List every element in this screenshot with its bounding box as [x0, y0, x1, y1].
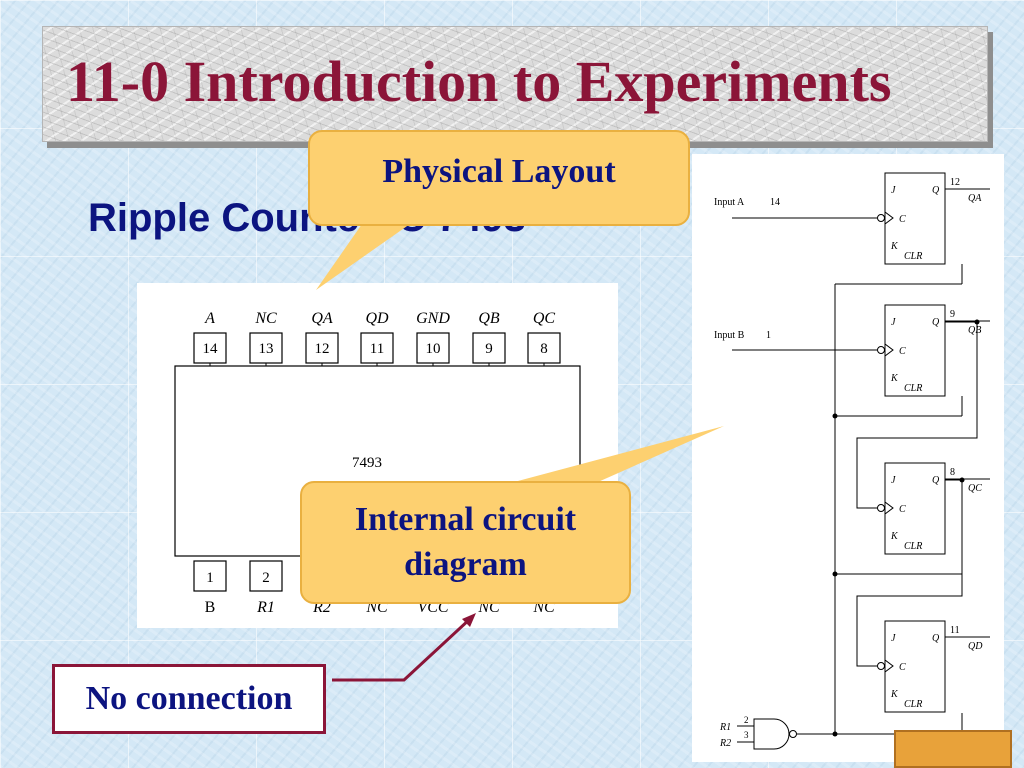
top-pin-12: QA 12 [305, 310, 339, 366]
ff-k-label: K [890, 689, 899, 700]
ff-k-label: K [890, 373, 899, 384]
reset-r1-label: R1 [719, 722, 731, 733]
ff-c-label: C [899, 662, 906, 673]
ff-j-label: J [891, 185, 896, 196]
slide-title: 11-0 Introduction to Experiments [66, 49, 892, 114]
top-pin-number: 12 [315, 341, 330, 357]
ff-j-label: J [891, 633, 896, 644]
physical-layout-callout: Physical Layout [308, 130, 690, 226]
ff-k-label: K [890, 241, 899, 252]
reset-r1-pin: 2 [744, 715, 749, 725]
ff-clr-label: CLR [904, 383, 922, 394]
top-pin-9: QB 9 [472, 310, 506, 366]
bottom-pin-number: 2 [262, 570, 270, 586]
title-banner [42, 26, 988, 142]
bottom-pin-1: 1B [193, 560, 227, 616]
reset-r2-label: R2 [719, 738, 731, 749]
ff-output-pin: 8 [950, 467, 955, 478]
ff-q-label: Q [932, 633, 940, 644]
bottom-pin-name: B [205, 599, 216, 616]
input-a-pin: 14 [770, 197, 780, 208]
ff-output-label: QA [968, 193, 982, 204]
top-pin-number: 8 [540, 341, 548, 357]
nav-buttons[interactable] [894, 730, 1012, 768]
chip-label: 7493 [352, 455, 382, 471]
ff-output-pin: 11 [950, 625, 960, 636]
bottom-pin-2: 2R1 [249, 560, 283, 616]
ff-c-label: C [899, 346, 906, 357]
top-pin-name: QA [311, 310, 333, 327]
top-pin-number: 14 [203, 341, 219, 357]
bottom-pin-name: R1 [256, 599, 275, 616]
top-pin-row: A 14 NC 13 QA 12 QD 11 GND 10 QB 9 QC 8 [193, 310, 561, 366]
top-pin-name: A [204, 310, 215, 327]
input-b-label: Input B [714, 330, 745, 341]
ff-output-label: QC [968, 483, 982, 494]
ff-output-label: QB [968, 325, 981, 336]
ff-c-label: C [899, 504, 906, 515]
flipflop-QB: J C K Q CLR 9QB [877, 304, 990, 397]
bottom-pin-number: 1 [206, 570, 214, 586]
top-pin-number: 10 [426, 341, 441, 357]
ff-q-label: Q [932, 317, 940, 328]
top-pin-10: GND 10 [416, 310, 450, 366]
ff-clr-label: CLR [904, 251, 922, 262]
input-b-pin: 1 [766, 330, 771, 341]
top-pin-name: GND [416, 310, 450, 327]
ff-c-label: C [899, 214, 906, 225]
reset-r2-pin: 3 [744, 730, 749, 740]
ff-clr-label: CLR [904, 699, 922, 710]
circuit-svg: JCKQCLR12QAJCKQCLR9QBJCKQCLR8QCJCKQCLR11… [714, 172, 990, 750]
ff-q-label: Q [932, 185, 940, 196]
top-pin-number: 13 [259, 341, 274, 357]
top-pin-number: 11 [370, 341, 384, 357]
top-pin-name: QD [365, 310, 389, 327]
nand-gate [753, 718, 790, 750]
ff-output-pin: 12 [950, 177, 960, 188]
ff-k-label: K [890, 531, 899, 542]
ff-output-label: QD [968, 641, 983, 652]
top-pin-name: QB [478, 310, 500, 327]
top-pin-name: NC [254, 310, 277, 327]
internal-circuit-callout: Internal circuit diagram [300, 481, 631, 604]
top-pin-number: 9 [485, 341, 493, 357]
ff-j-label: J [891, 317, 896, 328]
flipflop-QC: J C K Q CLR 8QC [877, 462, 990, 555]
no-connection-label: No connection [52, 664, 326, 734]
top-pin-8: QC 8 [527, 310, 561, 366]
ff-q-label: Q [932, 475, 940, 486]
ff-output-pin: 9 [950, 309, 955, 320]
top-pin-name: QC [533, 310, 556, 327]
top-pin-13: NC 13 [249, 310, 283, 366]
top-pin-14: A 14 [193, 310, 227, 366]
ff-clr-label: CLR [904, 541, 922, 552]
ff-j-label: J [891, 475, 896, 486]
top-pin-11: QD 11 [360, 310, 394, 366]
input-a-label: Input A [714, 197, 745, 208]
